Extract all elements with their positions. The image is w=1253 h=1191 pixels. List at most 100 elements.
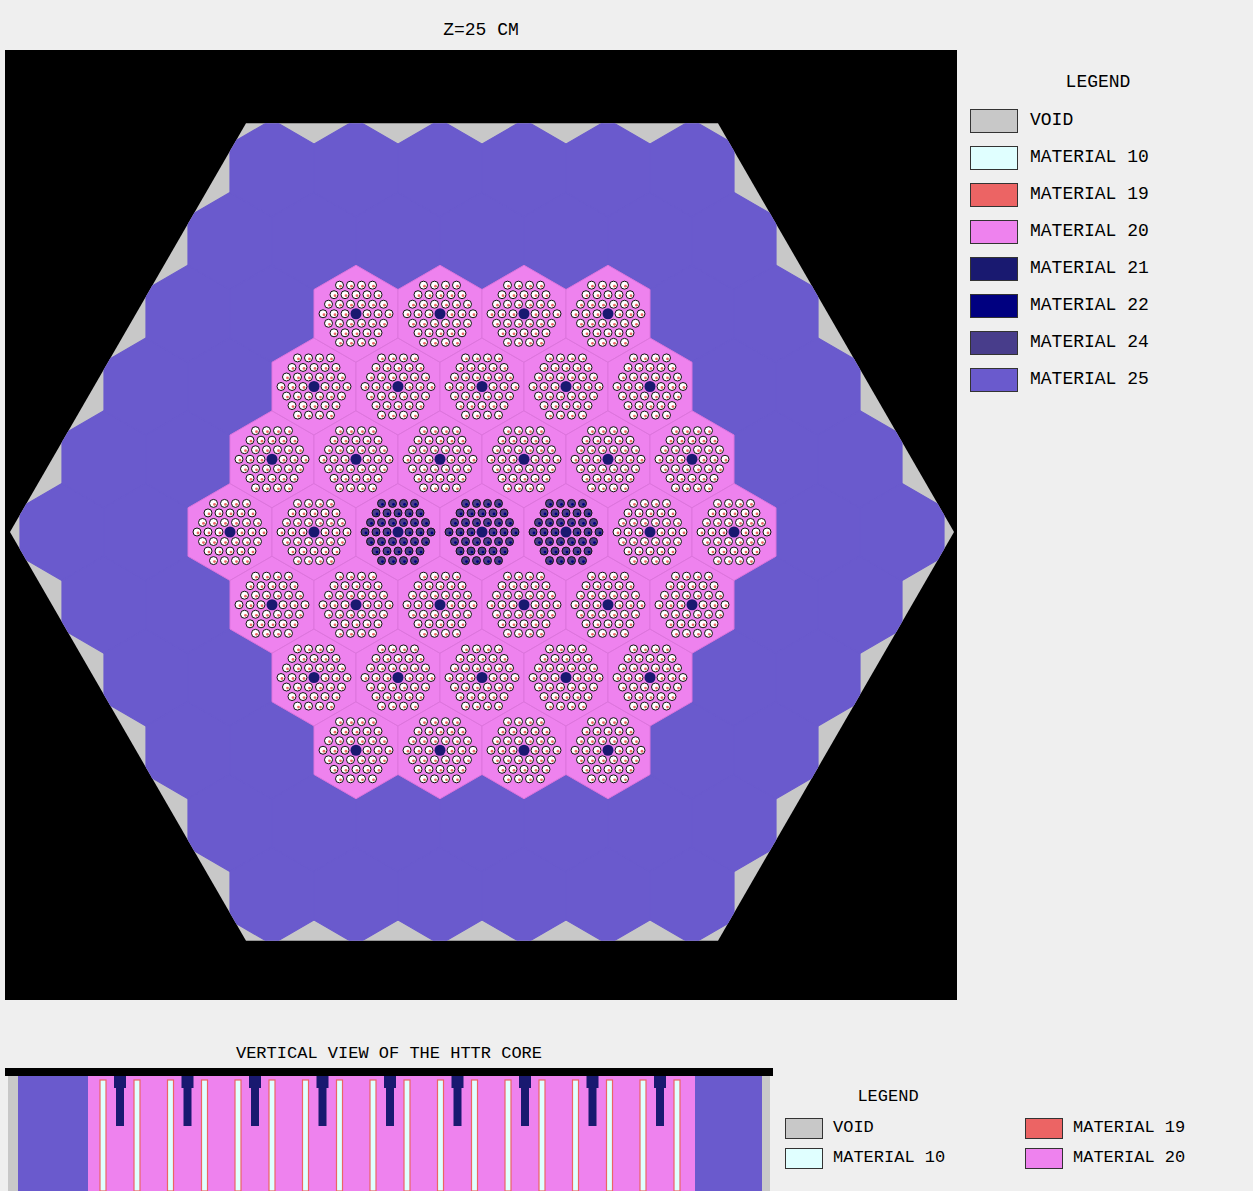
fuel-pin [668,402,676,410]
fuel-pin [542,455,550,463]
fuel-pin [610,775,618,783]
fuel-pin [677,455,685,463]
fuel-pin [624,509,632,517]
fuel-pin [663,702,671,710]
fuel-pin [447,727,455,735]
fuel-pin [347,756,355,764]
pin-detail [372,759,375,762]
fuel-pin [241,465,249,473]
fuel-pin [425,601,433,609]
fuel-pin [453,427,461,435]
fuel-pin [341,291,349,299]
pin-detail [308,396,311,399]
pin-detail [445,614,448,617]
fuel-pin [279,436,287,444]
fuel-pin [697,528,705,536]
fuel-pin [374,582,382,590]
pin-detail [319,377,322,380]
fuel-pin [389,557,397,565]
fuel-pin [666,455,674,463]
fuel-pin [473,664,481,672]
fuel-pin [425,582,433,590]
pin-detail [303,658,306,661]
fuel-pin [571,455,579,463]
fuel-pin [296,465,304,473]
fuel-pin [453,281,461,289]
fuel-pin [668,363,676,371]
pin-detail [334,294,337,297]
fuel-pin [358,737,366,745]
fuel-pin [579,373,587,381]
fuel-pin [506,538,514,546]
fuel-pin [341,310,349,318]
pin-detail [473,750,476,753]
fuel-pin [257,474,265,482]
fuel-pin [540,509,548,517]
fuel-pin [741,547,749,555]
fuel-pin [363,765,371,773]
fuel-pin [641,683,649,691]
pin-detail [336,386,339,389]
fuel-pin [327,392,335,400]
fuel-pin [584,509,592,517]
fuel-pin [495,557,503,565]
pin-detail [356,478,359,481]
fuel-pin [666,620,674,628]
fuel-pin [579,702,587,710]
fuel-pin [588,465,596,473]
fuel-pin [431,338,439,346]
fuel-pin [657,674,665,682]
fuel-pin [332,547,340,555]
fuel-pin [372,528,380,536]
pin-detail [319,358,322,361]
fuel-pin [674,392,682,400]
pin-detail [367,604,370,607]
fuel-pin [447,291,455,299]
pin-detail [361,595,364,598]
pin-detail [341,522,344,525]
fuel-pin [677,620,685,628]
fuel-pin [358,572,366,580]
pin-detail [241,513,244,516]
fuel-pin [453,465,461,473]
fuel-pin [394,363,402,371]
fuel-pin [409,465,417,473]
fuel-pin [652,373,660,381]
fuel-pin [657,402,665,410]
fuel-pin [389,411,397,419]
fuel-pin [232,499,240,507]
fuel-pin [661,591,669,599]
pin-detail [325,513,328,516]
fuel-pin [635,547,643,555]
fuel-pin [487,746,495,754]
fuel-pin [579,538,587,546]
fuel-pin [436,329,444,337]
pin-detail [467,614,470,617]
fuel-pin [621,338,629,346]
fuel-pin [674,664,682,672]
pin-detail [367,750,370,753]
fuel-pin [325,610,333,618]
fuel-pin [509,765,517,773]
fuel-pin [495,702,503,710]
fuel-pin [562,363,570,371]
fuel-pin [363,310,371,318]
pin-detail [502,750,505,753]
pin-detail [462,731,465,734]
fuel-pin [403,310,411,318]
pin-detail [213,560,216,563]
fuel-pin [710,620,718,628]
fuel-pin [546,411,554,419]
pin-detail [294,623,297,626]
pin-detail [266,576,269,579]
pin-detail [330,668,333,671]
fuel-pin [699,474,707,482]
fuel-pin [526,775,534,783]
fuel-pin [495,664,503,672]
pin-detail [429,769,432,772]
fuel-pin [535,538,543,546]
pin-detail [250,623,253,626]
fuel-pin [531,310,539,318]
fuel-pin [431,446,439,454]
fuel-pin [316,373,324,381]
